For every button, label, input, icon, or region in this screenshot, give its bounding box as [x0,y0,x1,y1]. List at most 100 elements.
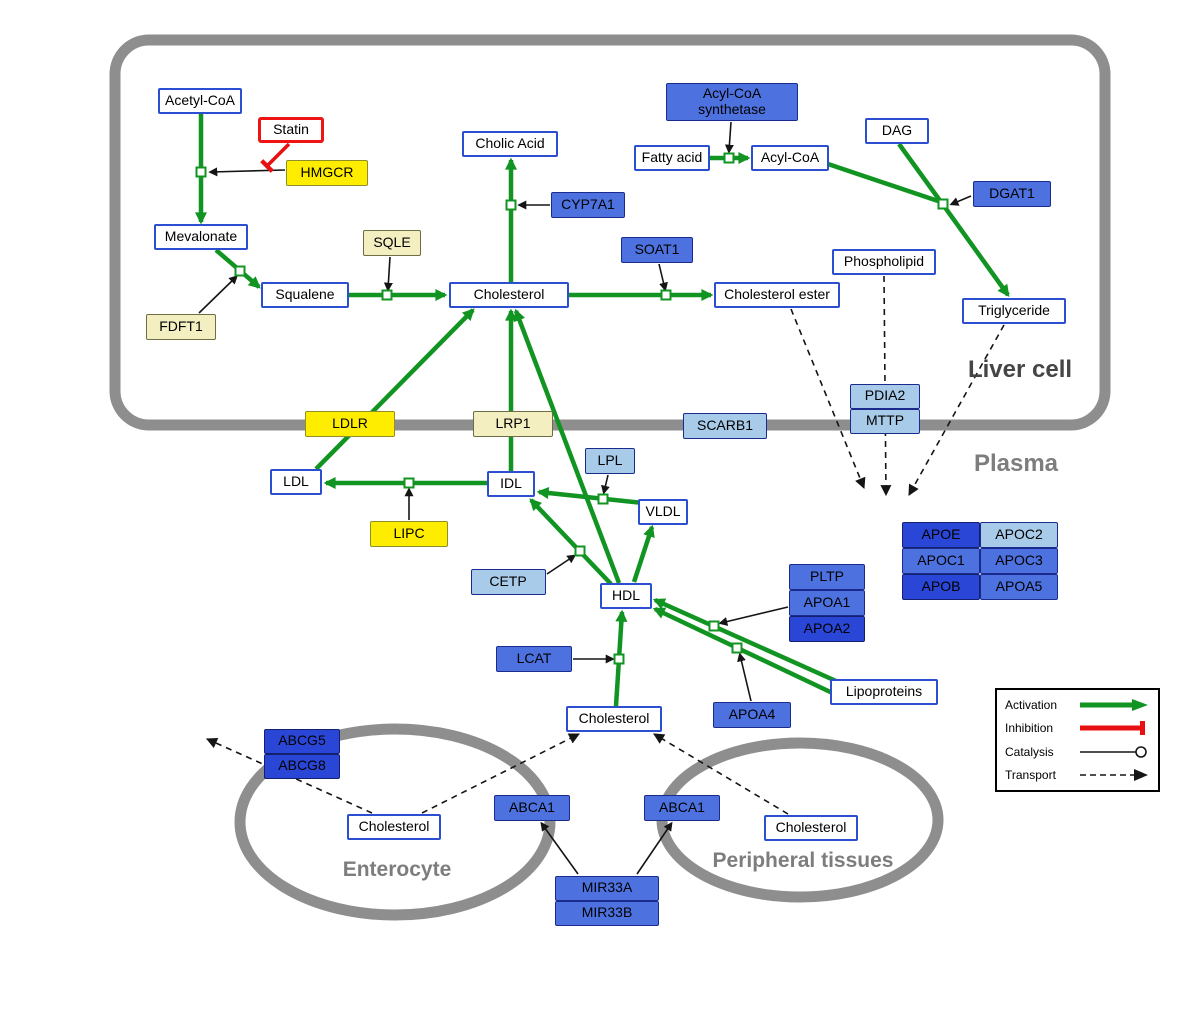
activation-arrow-icon [1080,698,1148,711]
node-sqle[interactable]: SQLE [363,230,421,256]
reaction-node [505,199,517,211]
node-apob[interactable]: APOB [902,574,980,600]
reaction-node [660,289,672,301]
node-fatty-acid[interactable]: Fatty acid [634,145,710,171]
liver-cell-label: Liver cell [967,356,1073,383]
edge-fdft1-catalysis [198,275,238,314]
node-acetyl-coa[interactable]: Acetyl-CoA [158,88,242,114]
node-lpl[interactable]: LPL [585,448,635,474]
legend-row-inhibition: Inhibition [1005,720,1150,736]
node-scarb1[interactable]: SCARB1 [683,413,767,439]
edge-apoa4-catalysis [737,652,752,702]
node-cholesterol-plasma[interactable]: Cholesterol [566,706,662,732]
edge-lpl-catalysis [601,474,610,495]
liver-cell-membrane [109,34,1111,431]
edge-acyl-coa-synthetase-catalysis [724,121,734,154]
node-squalene[interactable]: Squalene [261,282,349,308]
node-apoc1[interactable]: APOC1 [902,548,980,574]
reaction-node [234,265,246,277]
node-statin[interactable]: Statin [258,117,324,143]
catalysis-circle-icon [1080,745,1147,758]
edge-dgat1-catalysis [949,195,972,206]
edge-phospholipid-transport [880,275,892,497]
node-cholesterol-enterocyte[interactable]: Cholesterol [347,814,441,840]
edge-hdl-to-idl [529,498,613,586]
node-cholic-acid[interactable]: Cholic Acid [462,131,558,157]
node-vldl[interactable]: VLDL [638,499,688,525]
node-apoa4[interactable]: APOA4 [713,702,791,728]
edge-hdl-to-vldl [631,524,655,583]
node-hdl[interactable]: HDL [600,583,652,609]
node-mevalonate[interactable]: Mevalonate [154,224,248,250]
reaction-node [195,166,207,178]
node-cholesterol-peripheral[interactable]: Cholesterol [764,815,858,841]
node-cyp7a1[interactable]: CYP7A1 [551,192,625,218]
node-lipoproteins[interactable]: Lipoproteins [830,679,938,705]
node-ldlr[interactable]: LDLR [305,411,395,437]
node-cholesterol-ester[interactable]: Cholesterol ester [714,282,840,308]
node-cholesterol-liver[interactable]: Cholesterol [449,282,569,308]
node-apoa1[interactable]: APOA1 [789,590,865,616]
reaction-node [937,198,949,210]
edge-apoa1-apoa2-catalysis [718,606,789,626]
plasma-label: Plasma [973,450,1059,477]
reaction-node [381,289,393,301]
node-apoe[interactable]: APOE [902,522,980,548]
node-triglyceride[interactable]: Triglyceride [962,298,1066,324]
edge-ldl-to-cholesterol [314,308,475,471]
node-mir33a[interactable]: MIR33A [555,875,659,901]
legend: Activation Inhibition Catalysis Transpor… [995,688,1160,792]
node-idl[interactable]: IDL [487,471,535,497]
node-pdia2[interactable]: PDIA2 [850,383,920,409]
edge-cetp-catalysis [546,554,577,575]
reaction-node [597,493,609,505]
peripheral-tissues-label: Peripheral tissues [712,849,894,872]
node-phospholipid[interactable]: Phospholipid [832,249,936,275]
node-pltp[interactable]: PLTP [789,564,865,590]
node-abca1-enterocyte[interactable]: ABCA1 [494,795,570,821]
legend-activation-label: Activation [1005,697,1058,712]
node-lcat[interactable]: LCAT [496,646,572,672]
edge-statin-inhibits-hmgcr [260,142,291,173]
edge-vldl-to-idl [536,487,644,506]
node-dgat1[interactable]: DGAT1 [973,181,1051,207]
edge-acyl-coa-to-dgat-reaction [827,161,942,205]
inhibition-tbar-icon [1080,721,1145,736]
legend-row-transport: Transport [1005,767,1150,783]
edge-soat1-catalysis [658,263,668,292]
node-hmgcr[interactable]: HMGCR [286,160,368,186]
node-lipc[interactable]: LIPC [370,521,448,547]
node-mttp[interactable]: MTTP [850,408,920,434]
node-abcg5[interactable]: ABCG5 [264,728,340,754]
reaction-node [723,152,735,164]
node-ldl[interactable]: LDL [270,469,322,495]
node-acyl-coa[interactable]: Acyl-CoA [751,145,829,171]
node-mir33b[interactable]: MIR33B [555,900,659,926]
edge-lipoproteins-to-hdl-upper [652,597,837,684]
node-cetp[interactable]: CETP [470,569,546,595]
node-abcg8[interactable]: ABCG8 [264,753,340,779]
node-lrp1[interactable]: LRP1 [473,411,553,437]
node-apoa2[interactable]: APOA2 [789,616,865,642]
node-dag[interactable]: DAG [865,118,929,144]
edge-lipoproteins-to-hdl-lower [652,606,844,701]
edge-mir33-to-abca1-peripheral [636,821,673,875]
node-acyl-coa-synthetase[interactable]: Acyl-CoA synthetase [666,83,798,121]
legend-transport-label: Transport [1005,768,1056,783]
node-soat1[interactable]: SOAT1 [621,237,693,263]
edge-dgat-reaction-to-triglyceride [942,204,1010,297]
legend-row-catalysis: Catalysis [1005,744,1150,760]
reaction-node [708,620,720,632]
node-apoc2[interactable]: APOC2 [980,522,1058,548]
reaction-node [613,653,625,665]
reaction-node [731,642,743,654]
node-apoc3[interactable]: APOC3 [980,548,1058,574]
node-apoa5[interactable]: APOA5 [980,574,1058,600]
node-abca1-peripheral[interactable]: ABCA1 [644,795,720,821]
node-fdft1[interactable]: FDFT1 [146,314,216,340]
edge-peripheral-cholesterol-transport [653,733,789,815]
transport-arrow-icon [1080,769,1148,782]
edge-enterocyte-cholesterol-transport [421,733,580,814]
